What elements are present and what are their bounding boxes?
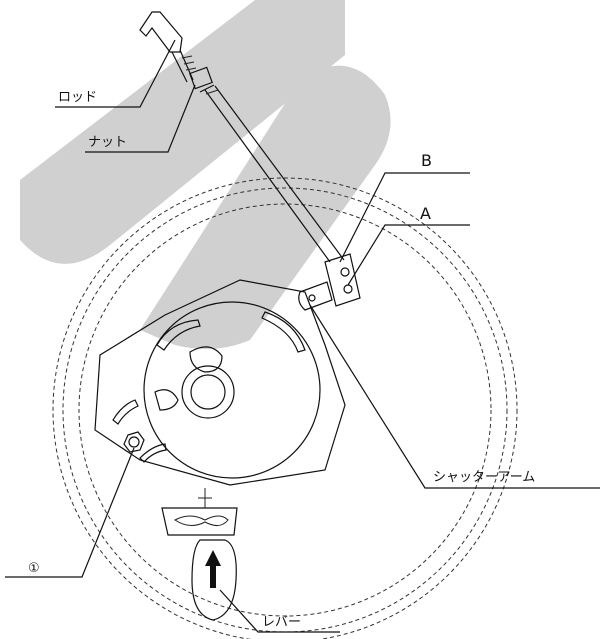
screw-1 [123, 431, 145, 453]
leader-lever [219, 589, 340, 633]
label-circled-1: ① [28, 561, 40, 576]
plate-openings [112, 311, 306, 463]
leader-nut [85, 84, 196, 153]
label-a: A [420, 204, 431, 223]
up-arrow-icon [205, 550, 221, 588]
shutter-arm-block [298, 253, 361, 311]
leader-b [339, 172, 470, 263]
connecting-rod [199, 84, 345, 263]
label-lever: レバー [262, 615, 301, 630]
label-nut: ナット [88, 135, 127, 150]
lever-bracket [161, 488, 238, 536]
label-b: B [421, 151, 432, 170]
hub [143, 301, 321, 479]
watermark-stroke-upper [20, 0, 345, 264]
leader-circled-1 [5, 447, 135, 578]
leader-lines [5, 39, 600, 633]
outer-drum [52, 177, 518, 639]
shutter-plate [94, 279, 346, 486]
leader-shutter-arm [309, 304, 600, 489]
label-rod: ロッド [58, 90, 97, 105]
leader-rod [55, 39, 176, 108]
label-shutter-arm: シャッターアーム [433, 470, 535, 485]
watermark-stroke-lower [140, 65, 391, 350]
lever [191, 539, 237, 621]
nut [189, 66, 213, 90]
leader-a [347, 224, 470, 286]
watermark [20, 0, 391, 350]
